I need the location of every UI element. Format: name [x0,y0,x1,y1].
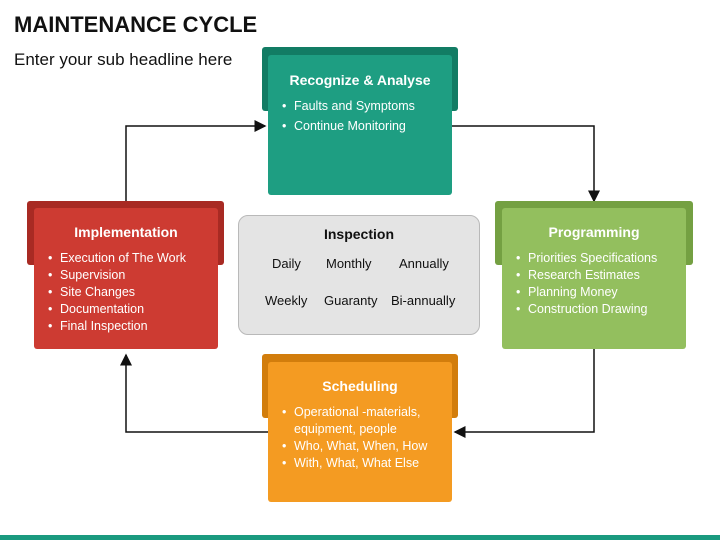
page-subtitle: Enter your sub headline here [14,50,233,69]
implementation-box: Implementation Execution of The Work Sup… [34,208,218,349]
arrow-implementation-to-recognize [125,120,267,201]
inspection-frequency: Weekly [265,293,308,308]
footer-bar [0,535,720,540]
recognize-title: Recognize & Analyse [289,72,431,88]
list-item: Continue Monitoring [282,118,440,135]
list-item: Site Changes [48,284,206,301]
recognize-list: Faults and Symptoms Continue Monitoring [280,98,440,135]
programming-list: Priorities Specifications Research Estim… [514,250,674,318]
scheduling-list: Operational -materials, equipment, peopl… [280,404,440,472]
inspection-frequency: Guaranty [324,293,378,308]
inspection-frequency: Annually [399,256,449,271]
scheduling-box: Scheduling Operational -materials, equip… [268,362,452,502]
list-item: Final Inspection [48,318,206,335]
recognize-box: Recognize & Analyse Faults and Symptoms … [268,55,452,195]
list-item: Construction Drawing [516,301,674,318]
page-title: MAINTENANCE CYCLE [14,12,258,37]
list-item: Research Estimates [516,267,674,284]
list-item: Execution of The Work [48,250,206,267]
list-item: Supervision [48,267,206,284]
list-item: Faults and Symptoms [282,98,440,115]
list-item: Planning Money [516,284,674,301]
list-item: Who, What, When, How [282,438,440,455]
scheduling-title: Scheduling [322,378,398,394]
arrow-recognize-to-programming [452,125,600,203]
inspection-frequency: Monthly [326,256,372,271]
inspection-panel: Inspection Daily Monthly Annually Weekly… [238,215,480,335]
inspection-frequency: Daily [272,256,301,271]
implementation-list: Execution of The Work Supervision Site C… [46,250,206,335]
list-item: Operational -materials, equipment, peopl… [282,404,440,438]
programming-box: Programming Priorities Specifications Re… [502,208,686,349]
implementation-title: Implementation [74,224,178,240]
programming-title: Programming [548,224,640,240]
arrow-programming-to-scheduling [453,349,595,438]
inspection-frequency: Bi-annually [391,293,456,308]
arrow-scheduling-to-implementation [120,353,268,433]
list-item: Documentation [48,301,206,318]
inspection-title: Inspection [323,226,394,242]
list-item: With, What, What Else [282,455,440,472]
list-item: Priorities Specifications [516,250,674,267]
